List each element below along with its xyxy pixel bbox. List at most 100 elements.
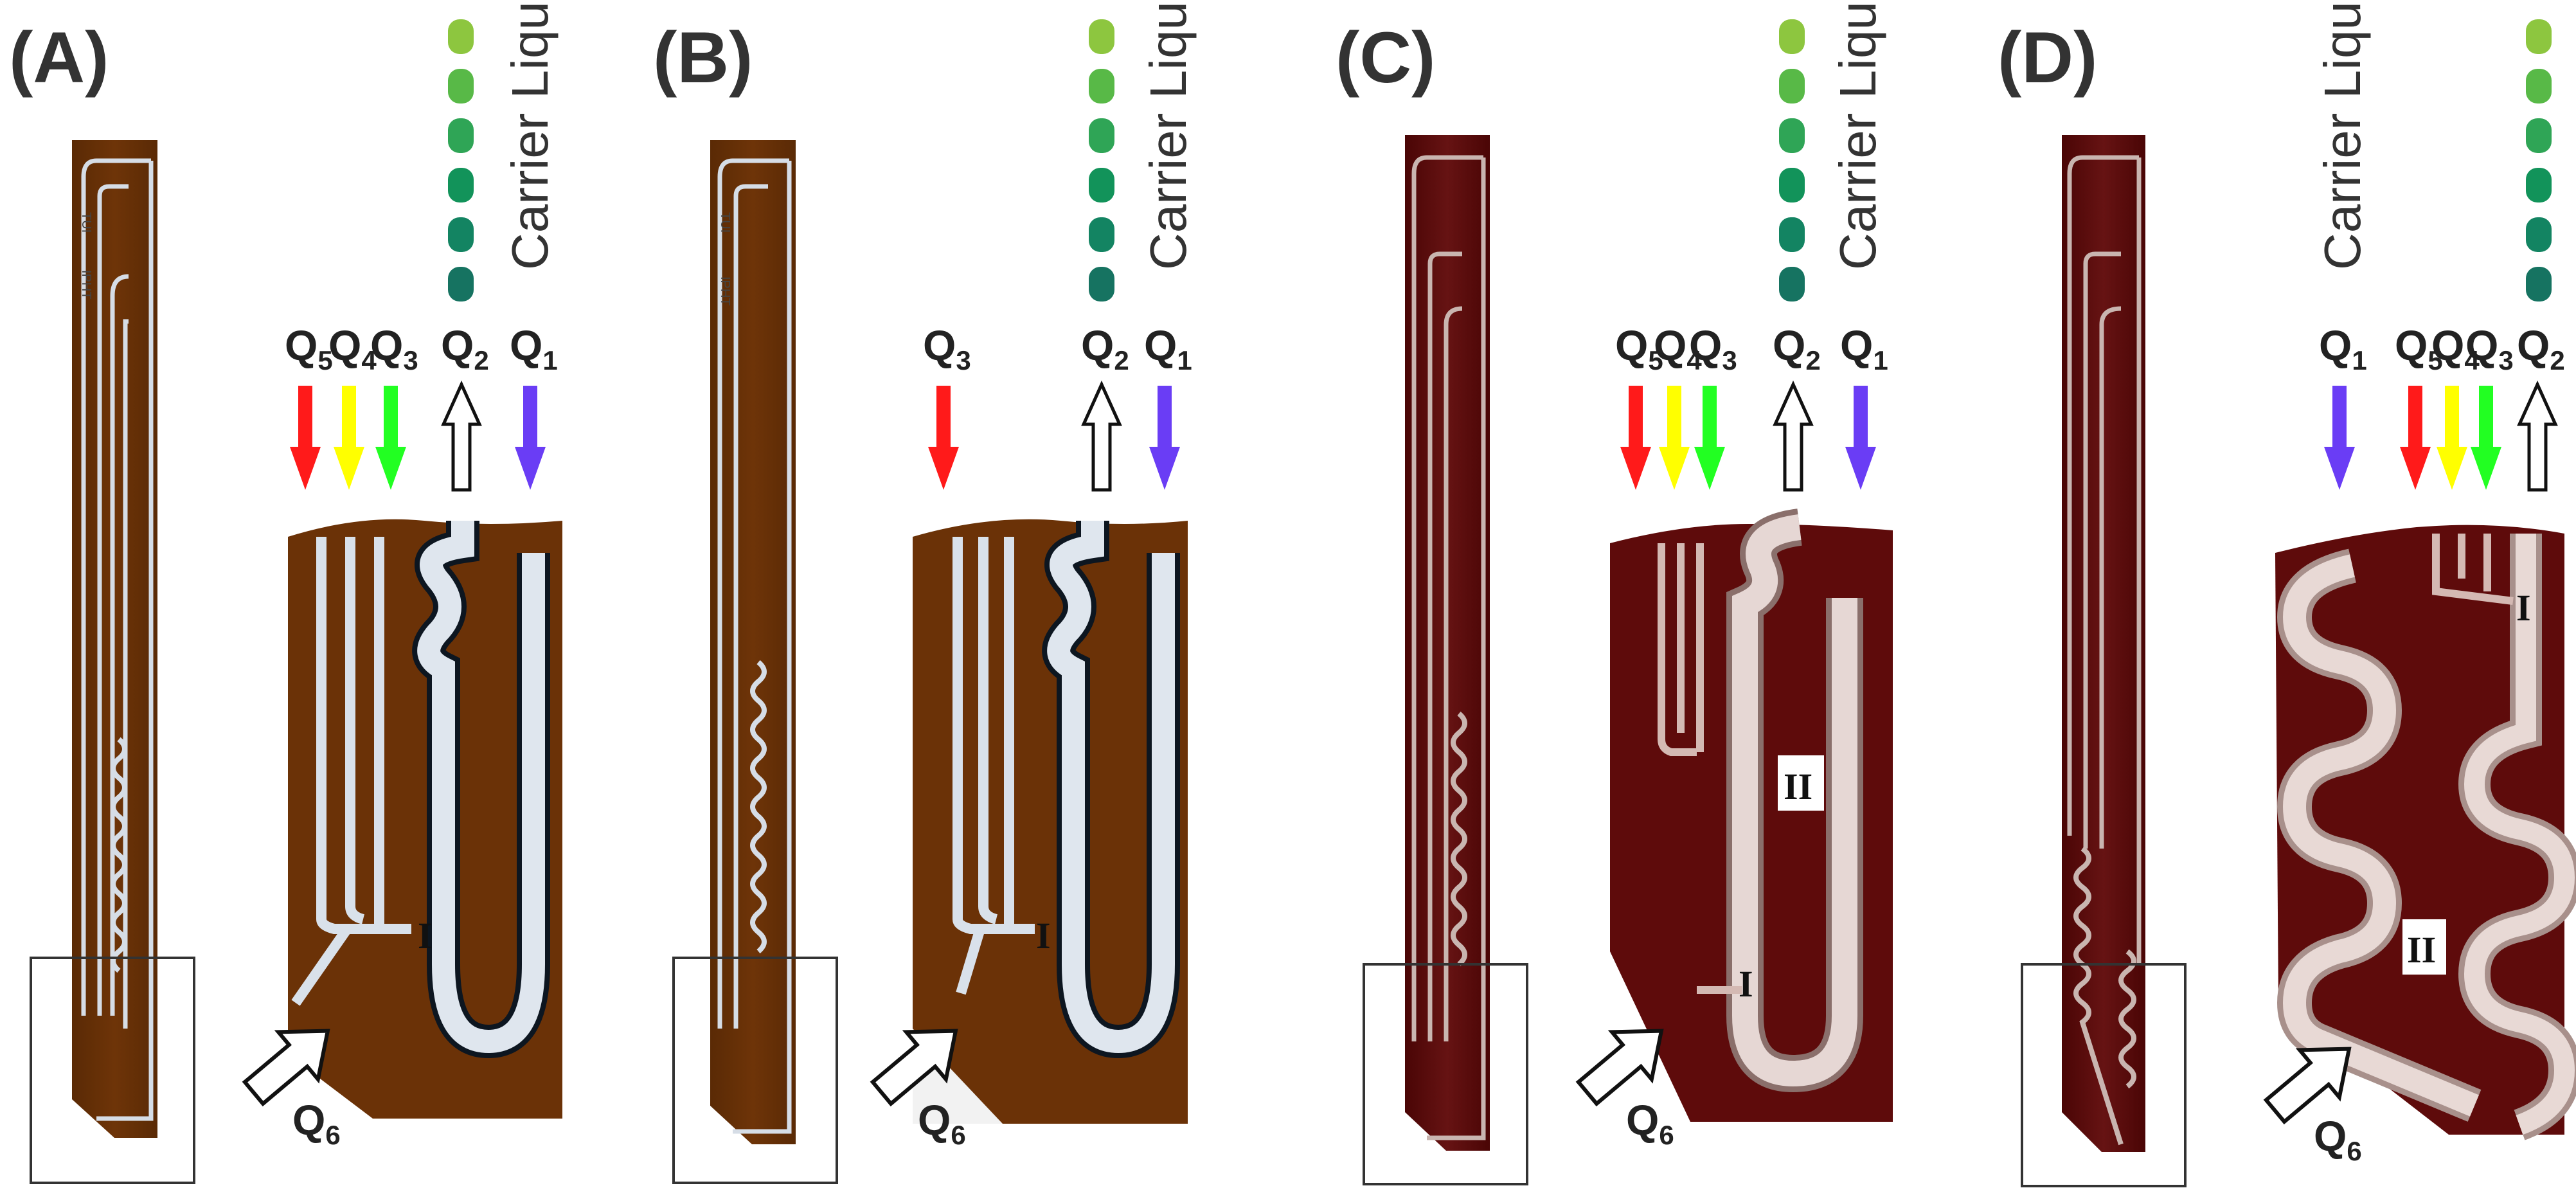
carrier-droplet: [1779, 267, 1805, 302]
inflow-arrow-q3: [1694, 386, 1725, 490]
carrier-droplet: [1779, 19, 1805, 54]
panel-c-marker-ii: II: [1784, 766, 1812, 807]
carrier-droplet: [1779, 69, 1805, 104]
carrier-droplet: [1089, 19, 1114, 54]
flow-label-q5: Q5: [285, 321, 333, 375]
panel-d-q6-arrow: Q6: [2263, 1047, 2362, 1166]
flow-label-q5: Q5: [1615, 321, 1663, 375]
panel-b-arrows: Q3 Q2 Q1: [923, 321, 1192, 492]
carrier-droplet: [2526, 69, 2552, 104]
flow-label-q5: Q5: [2395, 321, 2443, 375]
inflow-arrow-q1: [1845, 386, 1876, 490]
panel-c-carrier-label: Carrier Liquid: [1829, 0, 1886, 270]
panel-b-zoom-box: [672, 957, 838, 1184]
panel-d-zoom-box: [2021, 963, 2187, 1187]
panel-d-chip: [2062, 135, 2145, 1152]
carrier-droplet: [1089, 69, 1114, 104]
outflow-arrow-q2: [441, 380, 482, 492]
carrier-droplet: [1779, 217, 1805, 252]
panel-b-carrier-label: Carrier Liquid: [1140, 0, 1197, 270]
panel-a-label: (A): [9, 17, 109, 98]
flow-label-q2: Q2: [1773, 321, 1821, 375]
inflow-arrow-q5: [2400, 386, 2431, 490]
inflow-arrow-q4: [2437, 386, 2467, 490]
flow-label-q1: Q1: [1144, 321, 1192, 375]
panel-c-q6-arrow: Q6: [1575, 1029, 1674, 1150]
panel-a-droplets: [448, 19, 474, 302]
carrier-droplet: [1089, 267, 1114, 302]
svg-text:Q6: Q6: [292, 1096, 341, 1150]
carrier-droplet: [2526, 217, 2552, 252]
panel-d-zoom: I II: [2275, 525, 2576, 1140]
carrier-droplet: [1089, 217, 1114, 252]
carrier-droplet: [448, 267, 474, 302]
panel-a-q6-arrow: Q6: [242, 1029, 341, 1150]
flow-label-q2: Q2: [1081, 321, 1129, 375]
panel-a-marker-i: I: [418, 915, 433, 957]
panel-c-droplets: [1779, 19, 1805, 302]
panel-c-zoom-box: [1363, 963, 1528, 1185]
carrier-droplet: [448, 217, 474, 252]
flow-label-q1: Q1: [2319, 321, 2367, 375]
inflow-arrow-q4: [334, 386, 364, 490]
svg-text:Q6: Q6: [918, 1096, 966, 1150]
svg-text:IPHT: IPHT: [79, 270, 93, 300]
panel-b: (B) TUI IPHT Carrier Liquid Q3 Q2 Q1: [653, 0, 1197, 1184]
svg-text:Q6: Q6: [2314, 1112, 2362, 1166]
panel-a-zoom-box: [30, 957, 195, 1184]
carrier-droplet: [2526, 118, 2552, 153]
panel-b-q6-arrow: Q6: [870, 1029, 966, 1150]
svg-text:Q6: Q6: [1626, 1096, 1674, 1150]
panel-c-zoom: II I: [1610, 509, 1893, 1122]
svg-text:TUI: TUI: [718, 212, 732, 233]
outflow-arrow-q2: [2517, 380, 2558, 492]
inflow-arrow-q1: [2324, 386, 2355, 490]
flow-label-q1: Q1: [510, 321, 558, 375]
carrier-droplet: [1779, 168, 1805, 203]
panel-b-label: (B): [653, 17, 753, 98]
carrier-droplet: [1779, 118, 1805, 153]
panel-b-chip: TUI IPHT: [710, 140, 796, 1144]
panel-b-droplets: [1089, 19, 1114, 302]
panel-b-marker-i: I: [1036, 915, 1051, 957]
flow-label-q3: Q3: [2465, 321, 2514, 375]
carrier-droplet: [448, 19, 474, 54]
flow-label-q2: Q2: [2517, 321, 2565, 375]
svg-text:TUI: TUI: [79, 212, 93, 233]
flow-label-q4: Q4: [2431, 321, 2480, 375]
carrier-droplet: [2526, 19, 2552, 54]
inflow-arrow-q5: [1620, 386, 1651, 490]
panel-d-droplets: [2526, 19, 2552, 302]
outflow-arrow-q2: [1081, 380, 1122, 492]
carrier-droplet: [448, 168, 474, 203]
inflow-arrow-q5: [290, 386, 321, 490]
inflow-arrow-q3: [928, 386, 959, 490]
panel-c-label: (C): [1336, 17, 1435, 98]
panel-d-label: (D): [1998, 17, 2097, 98]
carrier-droplet: [2526, 267, 2552, 302]
panel-b-zoom: I: [913, 519, 1188, 1124]
flow-label-q4: Q4: [328, 321, 377, 375]
panel-d-marker-i: I: [2516, 587, 2531, 629]
inflow-arrow-q3: [375, 386, 406, 490]
inflow-arrow-q3: [2471, 386, 2501, 490]
inflow-arrow-q1: [1149, 386, 1180, 490]
carrier-droplet: [1089, 118, 1114, 153]
flow-label-q2: Q2: [441, 321, 489, 375]
carrier-droplet: [1089, 168, 1114, 203]
panel-d-marker-ii: II: [2407, 929, 2436, 971]
flow-label-q4: Q4: [1654, 321, 1702, 375]
flow-label-q3: Q3: [923, 321, 971, 375]
flow-label-q3: Q3: [1689, 321, 1737, 375]
flow-label-q3: Q3: [370, 321, 418, 375]
panel-a-carrier-label: Carrier Liquid: [501, 0, 559, 270]
panel-a-zoom: I: [288, 519, 562, 1119]
carrier-droplet: [448, 118, 474, 153]
